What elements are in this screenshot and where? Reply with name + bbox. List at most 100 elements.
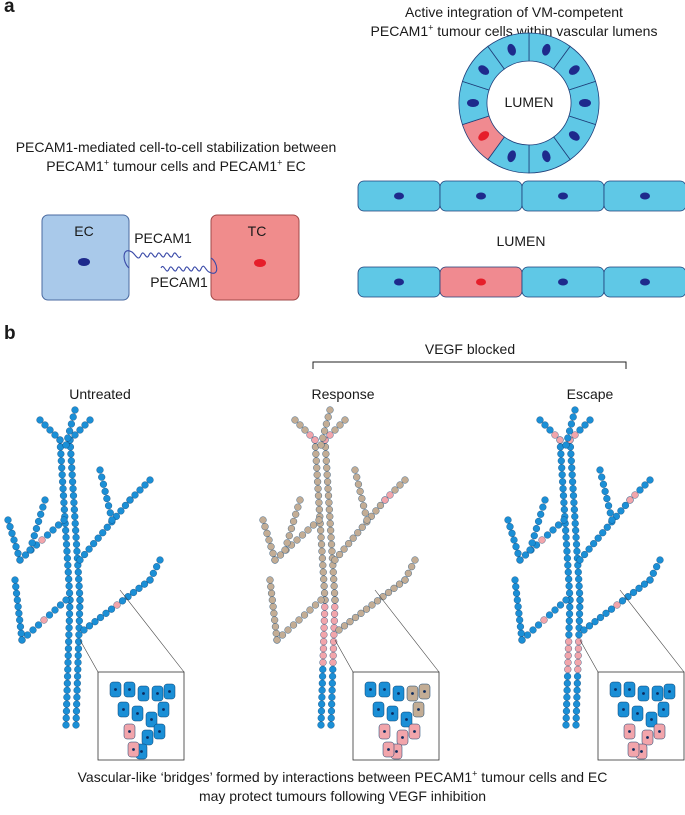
escape-tree-main-cell bbox=[563, 554, 571, 562]
untreated-tree-left1b-cell bbox=[8, 529, 16, 537]
escape-tree-right1c-cell bbox=[601, 487, 609, 496]
untreated-tree-left2-cell bbox=[62, 596, 70, 604]
response-tree-main-cell bbox=[320, 589, 329, 597]
escape-tree-left2b-cell bbox=[511, 576, 519, 584]
untreated-tree-left1b-cell bbox=[12, 543, 20, 551]
untreated-tree-main-cell bbox=[72, 540, 81, 548]
escape-tree-fork-cell bbox=[571, 431, 579, 439]
untreated-tree-trunk-cell bbox=[62, 707, 71, 715]
response-tree-fork-cell bbox=[336, 421, 344, 429]
escape-tree-right2-cell bbox=[624, 593, 632, 601]
escape-tree-right1b-cell bbox=[641, 481, 649, 489]
response-tree-main-cell bbox=[325, 499, 333, 507]
lumen-label-ring: LUMEN bbox=[504, 94, 554, 110]
escape-tree-main-cell bbox=[571, 519, 579, 528]
escape-tree-right2-cell bbox=[596, 613, 605, 622]
response-tree-left2b-cell bbox=[270, 609, 278, 617]
escape-tree-main-cell bbox=[559, 485, 567, 493]
ring-nucleus bbox=[478, 65, 490, 75]
untreated-tree-fork-cell bbox=[41, 421, 49, 429]
untreated-tree-left2b-cell bbox=[14, 603, 22, 611]
escape-tree-right2-cell bbox=[585, 622, 594, 630]
response-tree-right1-cell bbox=[335, 550, 344, 559]
response-tree-right2-cell bbox=[373, 597, 382, 605]
response-tree-main-cell bbox=[319, 568, 327, 576]
ring-nucleus bbox=[507, 43, 516, 56]
escape-tree-left2-cell bbox=[523, 631, 532, 639]
escape-tree-left1c-cell bbox=[541, 496, 549, 504]
untreated-tree-right1b-cell bbox=[126, 496, 134, 504]
escape-tree-inset-nucleus bbox=[650, 718, 653, 721]
untreated-tree-fork-cell bbox=[67, 420, 75, 428]
untreated-tree-main-cell bbox=[74, 568, 82, 576]
untreated-tree-trunk-cell bbox=[74, 645, 83, 653]
untreated-tree-right1-cell bbox=[76, 556, 84, 564]
escape-tree-trunk-cell bbox=[573, 693, 581, 701]
response-tree-left1b-cell bbox=[261, 523, 269, 531]
untreated-tree-left2-cell bbox=[29, 626, 37, 634]
untreated-tree-right2-cell bbox=[85, 622, 94, 630]
untreated-tree-inset-nucleus bbox=[168, 690, 171, 693]
response-tree-trunk-cell bbox=[317, 714, 325, 722]
bottom-caption: Vascular-like ‘bridges’ formed by intera… bbox=[0, 768, 685, 806]
escape-tree-inset-nucleus bbox=[658, 730, 661, 733]
escape-tree-main-cell bbox=[569, 478, 577, 486]
response-tree-left2-cell bbox=[306, 606, 314, 614]
untreated-tree-right1b-cell bbox=[141, 481, 149, 489]
response-tree-fork-cell bbox=[311, 436, 319, 444]
escape-tree-left1b-cell bbox=[506, 523, 514, 531]
escape-tree-right2-cell bbox=[635, 584, 643, 592]
response-tree-main-cell bbox=[330, 589, 339, 597]
escape-tree-right2b-cell bbox=[649, 569, 657, 577]
response-tree-trunk-cell bbox=[320, 624, 328, 632]
untreated-tree-trunk-cell bbox=[63, 679, 71, 687]
escape-tree-main-cell bbox=[567, 457, 575, 465]
escape-tree-left2-cell bbox=[562, 596, 570, 604]
response-tree-main-cell bbox=[330, 582, 338, 590]
escape-tree-main-cell bbox=[569, 485, 577, 493]
untreated-tree-inset-nucleus bbox=[146, 736, 149, 739]
response-tree-fork-cell bbox=[324, 413, 332, 421]
untreated-tree-fork-cell bbox=[51, 431, 59, 439]
untreated-tree-left1b-cell bbox=[4, 516, 12, 524]
escape-tree-left1-cell bbox=[543, 531, 552, 539]
response-tree-inset-line bbox=[374, 589, 440, 673]
escape-tree-fork-cell bbox=[551, 431, 559, 439]
untreated-tree-inset-nucleus bbox=[150, 718, 153, 721]
untreated-tree-right2b-cell bbox=[153, 563, 161, 571]
response-tree-right1-cell bbox=[345, 540, 353, 548]
escape-tree-right1c-cell bbox=[599, 480, 608, 488]
untreated-tree-right1-cell bbox=[94, 534, 102, 542]
escape-tree-trunk-cell bbox=[574, 665, 582, 674]
untreated-tree-main-cell bbox=[76, 596, 84, 604]
escape-tree-right1-cell bbox=[576, 556, 584, 564]
response-tree-main-cell bbox=[315, 505, 323, 514]
escape-tree-fork-cell bbox=[567, 420, 575, 428]
untreated-tree-right1b-cell bbox=[131, 491, 139, 499]
escape-tree-inset-line bbox=[579, 639, 599, 673]
response-tree-trunk-cell bbox=[327, 714, 335, 722]
response-tree-trunk-cell bbox=[330, 617, 338, 625]
response-tree-inset-nucleus bbox=[391, 712, 394, 715]
untreated-tree-main-cell bbox=[59, 478, 67, 486]
untreated-tree-fork-cell bbox=[36, 416, 44, 424]
ring-nucleus bbox=[507, 150, 516, 163]
untreated-tree-left1c-cell bbox=[41, 496, 49, 504]
escape-tree-trunk-cell bbox=[575, 617, 583, 625]
escape-tree-main-cell bbox=[575, 582, 583, 590]
response-tree-main-cell bbox=[323, 471, 331, 479]
vessel-caption: Active integration of VM-competent PECAM… bbox=[348, 3, 680, 41]
untreated-tree-right1c-cell bbox=[99, 480, 108, 488]
untreated-tree-right1-cell bbox=[121, 501, 130, 510]
tube-top-nucleus bbox=[640, 192, 650, 200]
response-tree-left2-cell bbox=[289, 621, 298, 629]
escape-label: Escape bbox=[566, 386, 614, 402]
escape-tree-trunk-cell bbox=[566, 603, 574, 611]
untreated-tree-left2b-cell bbox=[12, 589, 21, 597]
escape-tree-trunk-cell bbox=[574, 645, 583, 653]
response-tree-main-cell bbox=[312, 450, 320, 458]
ring-tumour-nucleus bbox=[478, 131, 490, 141]
response-tree-trunk-cell bbox=[318, 693, 326, 701]
